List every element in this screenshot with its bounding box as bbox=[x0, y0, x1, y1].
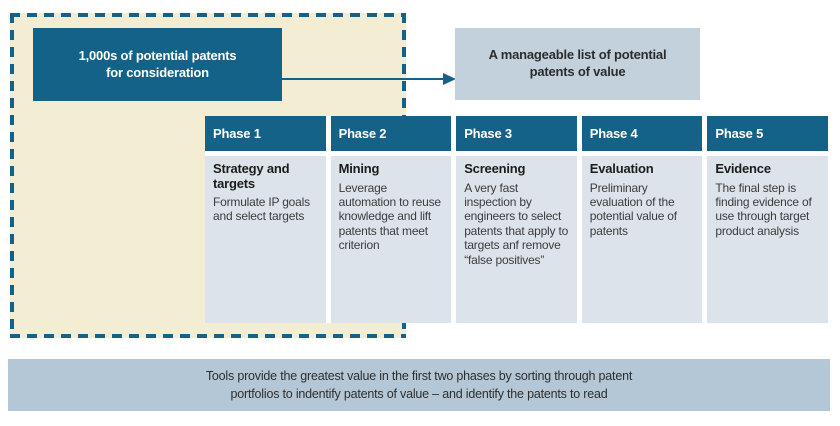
phase-4-title: Evaluation bbox=[589, 161, 654, 176]
flow-arrow-line bbox=[282, 78, 445, 80]
phase-column-3: Phase 3 Screening A very fast inspection… bbox=[456, 116, 577, 323]
phase-column-4: Phase 4 Evaluation Preliminary evaluatio… bbox=[581, 116, 703, 323]
phase-2-body: Mining Leverage automation to reuse know… bbox=[330, 156, 452, 323]
footer-note-line2: portfolios to indentify patents of value… bbox=[230, 387, 608, 401]
phase-1-body: Strategy and targets Formulate IP goals … bbox=[205, 156, 326, 323]
phase-5-body: Evidence The final step is finding evide… bbox=[707, 156, 828, 323]
source-box-line2: for consideration bbox=[106, 64, 209, 80]
flow-arrow-head-icon bbox=[443, 73, 456, 85]
dashed-border-top bbox=[10, 13, 406, 17]
phase-3-body: Screening A very fast inspection by engi… bbox=[456, 156, 577, 323]
phase-2-title: Mining bbox=[338, 161, 380, 176]
phase-5-title: Evidence bbox=[715, 161, 771, 176]
phase-3-description: A very fast inspection by engineers to s… bbox=[464, 180, 569, 267]
dashed-border-left bbox=[10, 13, 14, 338]
phase-2-header: Phase 2 bbox=[330, 116, 452, 151]
phase-3-title: Screening bbox=[464, 161, 526, 176]
phase-5-description: The final step is finding evidence of us… bbox=[715, 180, 812, 238]
phase-1-title: Strategy and targets bbox=[213, 161, 290, 191]
footer-note-line1: Tools provide the greatest value in the … bbox=[205, 368, 633, 383]
phase-column-1: Phase 1 Strategy and targets Formulate I… bbox=[205, 116, 326, 323]
phase-4-body: Evaluation Preliminary evaluation of the… bbox=[581, 156, 703, 323]
dashed-border-bottom bbox=[10, 334, 406, 338]
phase-1-description: Formulate IP goals and select targets bbox=[213, 195, 310, 224]
result-box-line1: A manageable list of potential bbox=[488, 47, 667, 63]
result-box-line2: patents of value bbox=[529, 64, 626, 79]
source-patents-box: 1,000s of potential patents for consider… bbox=[33, 28, 282, 101]
phase-3-header: Phase 3 bbox=[456, 116, 577, 151]
footer-note-bar: Tools provide the greatest value in the … bbox=[8, 359, 830, 411]
result-patents-box: A manageable list of potential patents o… bbox=[455, 28, 700, 100]
phase-1-header: Phase 1 bbox=[205, 116, 326, 151]
phase-5-header: Phase 5 bbox=[707, 116, 828, 151]
phase-4-description: Preliminary evaluation of the potential … bbox=[589, 180, 677, 238]
phase-column-2: Phase 2 Mining Leverage automation to re… bbox=[330, 116, 452, 323]
phase-table: Phase 1 Strategy and targets Formulate I… bbox=[205, 116, 828, 323]
phase-4-header: Phase 4 bbox=[581, 116, 703, 151]
source-box-line1: 1,000s of potential patents bbox=[78, 47, 237, 63]
phase-column-5: Phase 5 Evidence The final step is findi… bbox=[707, 116, 828, 323]
phase-2-description: Leverage automation to reuse knowledge a… bbox=[338, 180, 441, 253]
